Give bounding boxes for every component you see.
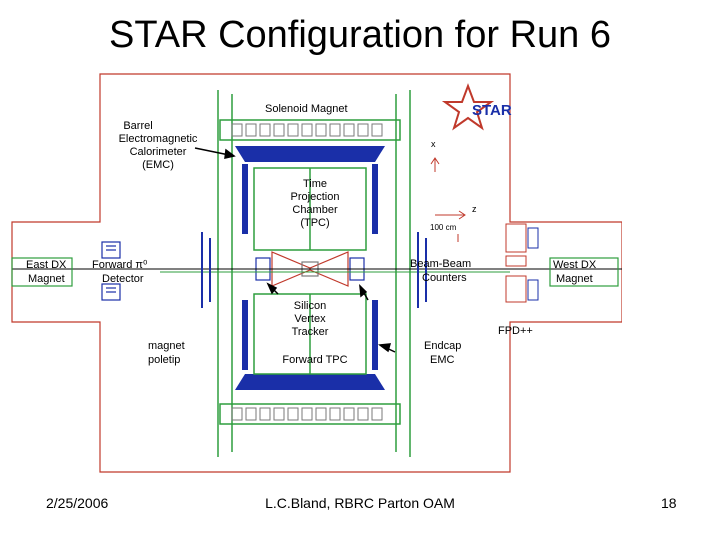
tpc-volume xyxy=(253,167,367,375)
label-fpd-2: Detector xyxy=(102,273,144,285)
bemc-bars xyxy=(235,146,385,390)
label-tpc-3: Chamber xyxy=(292,204,338,216)
axes-indicator xyxy=(430,157,466,242)
label-svt-1: Silicon xyxy=(294,300,326,312)
hall-outline xyxy=(11,73,622,473)
page-number: 18 xyxy=(661,495,677,511)
star-logo: STAR xyxy=(441,83,512,131)
label-svt-2: Vertex xyxy=(294,313,326,325)
label-bemc-4: (EMC) xyxy=(142,159,174,171)
label-bbc-2: Counters xyxy=(422,272,467,284)
annotation-arrows xyxy=(194,147,396,353)
label-svt-3: Tracker xyxy=(292,326,329,338)
east-fpd-modules xyxy=(101,241,121,301)
label-west-dx-2: Magnet xyxy=(556,273,593,285)
slide-title: STAR Configuration for Run 6 xyxy=(109,14,611,56)
footer-date: 2/25/2006 xyxy=(46,495,109,511)
label-tpc-4: (TPC) xyxy=(300,217,329,229)
axis-x-label: x xyxy=(431,139,436,149)
west-fpd-stack xyxy=(505,223,539,303)
label-bemc-1: Barrel xyxy=(123,120,152,132)
star-logo-text: STAR xyxy=(472,102,512,119)
label-fpd-west: FPD++ xyxy=(498,325,533,337)
label-east-dx-1: East DX xyxy=(26,259,67,271)
star-detector-diagram: STAR x z 100 cm Solenoid Magnet Barrel E… xyxy=(11,73,622,473)
label-bbc-1: Beam-Beam xyxy=(410,258,471,270)
label-east-dx-2: Magnet xyxy=(28,273,65,285)
label-fpd-1: Forward π⁰ xyxy=(92,259,148,271)
label-poletip-2: poletip xyxy=(148,354,180,366)
scale-label: 100 cm xyxy=(430,223,457,232)
magnet-yoke xyxy=(217,90,411,457)
label-tpc-1: Time xyxy=(303,178,327,190)
axis-z-label: z xyxy=(472,204,477,214)
magnet-coil-segments xyxy=(231,123,383,421)
label-bemc-2: Electromagnetic xyxy=(119,133,198,145)
label-eemc-1: Endcap xyxy=(424,340,461,352)
bbc-and-poletips xyxy=(201,232,427,308)
dx-magnets xyxy=(11,257,619,287)
label-solenoid-magnet: Solenoid Magnet xyxy=(265,103,348,115)
label-tpc-2: Projection xyxy=(291,191,340,203)
label-bemc-3: Calorimeter xyxy=(130,146,187,158)
label-west-dx-1: West DX xyxy=(553,259,597,271)
label-ftpc: Forward TPC xyxy=(282,354,347,366)
footer-author: L.C.Bland, RBRC Parton OAM xyxy=(265,495,455,511)
label-poletip-1: magnet xyxy=(148,340,185,352)
label-eemc-2: EMC xyxy=(430,354,455,366)
